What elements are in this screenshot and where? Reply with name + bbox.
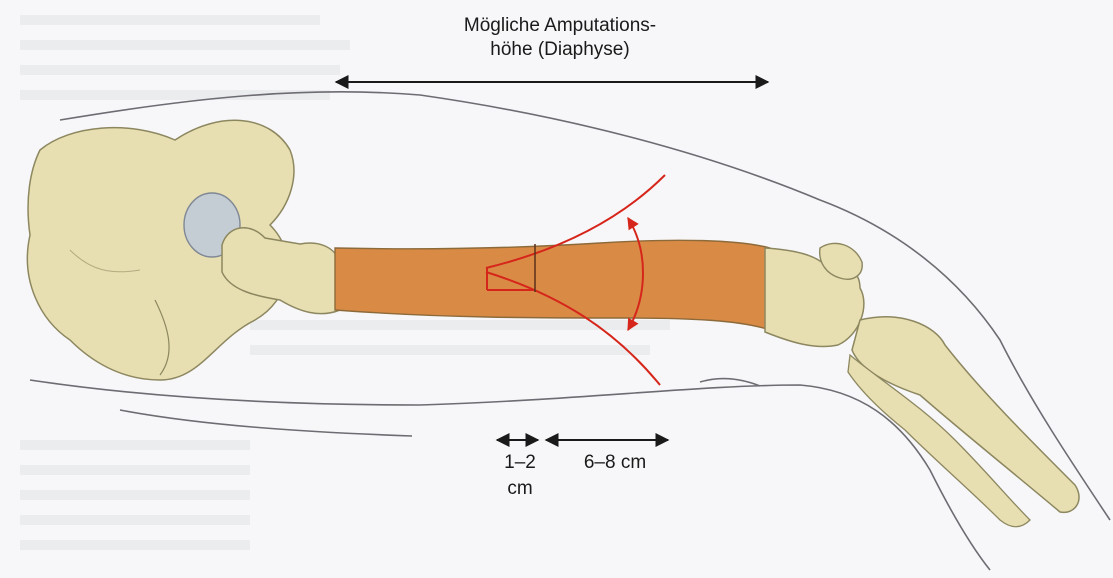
measure-short-label-line1: 1–2: [490, 452, 550, 474]
lower-leg-bones: [848, 317, 1079, 527]
amputation-title-line1: Mögliche Amputations-: [380, 15, 740, 37]
measure-short-label-line2: cm: [490, 478, 550, 500]
femur-distal: [765, 243, 864, 346]
amputation-title-line2: höhe (Diaphyse): [380, 39, 740, 61]
femur-diaphysis: [335, 240, 770, 330]
measure-long-label: 6–8 cm: [560, 452, 670, 474]
